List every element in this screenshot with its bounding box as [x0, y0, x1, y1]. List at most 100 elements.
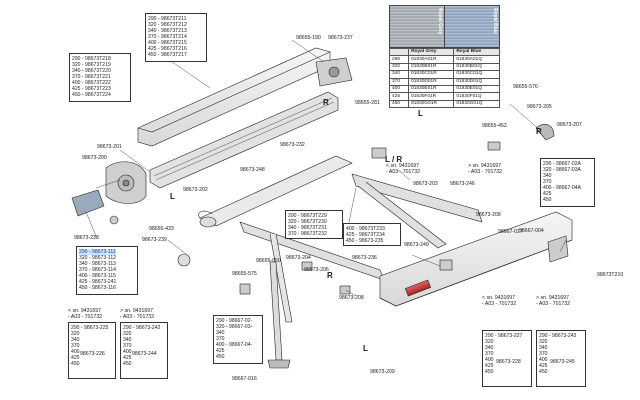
list-item: 320: [539, 338, 548, 345]
table-cell: 01830B01Q: [453, 62, 500, 72]
upper-arm: [351, 173, 483, 223]
serial-note: < sn. 9431697: [386, 163, 420, 169]
table-cell: 01830E01Q: [453, 84, 500, 94]
table-cell: 370: [388, 77, 410, 86]
part-label: 98673-246: [450, 181, 475, 187]
list-item: 425: [71, 354, 80, 361]
list-item: 370: [216, 336, 260, 342]
list-item-text: 340 - 98673T220: [72, 67, 111, 74]
part-label: 98673-203: [413, 181, 438, 187]
list-item: 370 - 98673T232: [288, 231, 340, 237]
list-item-text: 340 - 98673T231: [288, 224, 327, 231]
list-item: 425: [539, 362, 548, 369]
table-cell: 01830A01Q: [453, 55, 500, 64]
list-item-text: 320 - 98673T219: [72, 61, 111, 68]
list-item: 320 - 98673T212: [148, 22, 204, 28]
list-item-text: 370: [543, 178, 552, 185]
list-item: 290 - 98673T211: [148, 16, 204, 22]
list-item-text: 370 - 98673T221: [72, 73, 111, 80]
list-item: 450: [543, 197, 592, 203]
list-item: 400 - 98673-115: [79, 273, 135, 279]
list-item: 425: [216, 348, 260, 354]
list-item-text: 320 - 98667-03-: [216, 323, 253, 330]
list-item: 290 - 98673-111: [79, 248, 135, 255]
list-item: 340 - 98673T220: [72, 68, 128, 74]
fabric-swatches: Royal Grey Royal Blue: [389, 5, 500, 48]
list-item: 425: [485, 362, 494, 369]
list-item: 320 - 98667-03-: [216, 324, 260, 330]
list-item: 290 - 98673T229: [288, 213, 340, 219]
table-cell: 320: [388, 62, 410, 72]
table-cell: 340: [388, 70, 410, 79]
list-item: 425 - 98673-241: [79, 279, 135, 285]
list-item: 340: [539, 344, 548, 351]
serial-note: > sn. 9431697: [120, 308, 154, 314]
list-item: 290 - 98667-02A: [543, 161, 592, 167]
table-header-cell: Royal Blue: [453, 47, 500, 57]
part-code: 98673-245: [550, 359, 575, 365]
list-item-text: 370 - 98673T232: [288, 230, 327, 237]
list-item: 340: [71, 336, 80, 343]
list-item: 450: [485, 369, 494, 376]
list-item-text: 425 - 98673-241: [79, 278, 117, 285]
serial-note: < sn. 9431697: [68, 308, 102, 314]
list-item: 340: [485, 344, 494, 351]
list-item: 450 - 98673-235: [346, 238, 398, 244]
list-item: 450 - 98673-116: [79, 285, 135, 291]
side-indicator: L: [170, 192, 175, 201]
list-item: 400 - 98667-04-: [216, 342, 260, 348]
list-item: 425: [123, 354, 132, 361]
list-item: 425 - 98673T223: [72, 86, 128, 92]
table-cell: 01830C01Q: [453, 70, 500, 79]
list-item: 400 - 98667-04A: [543, 185, 592, 191]
list-item-text: 290 - 98673T211: [148, 15, 187, 22]
list-item-text: 425: [216, 347, 225, 354]
side-indicator: R: [536, 127, 542, 136]
table-cell: 01830G01Q: [453, 99, 500, 109]
serial-note: - A03 - 701732: [536, 301, 571, 307]
list-item: 370: [485, 350, 494, 357]
serial-note: - A03 - 701732: [468, 169, 503, 175]
list-item: 400 - 98673T233: [346, 226, 398, 232]
part-code: 98673-226: [80, 351, 105, 357]
list-item-text: 425 - 98673T223: [72, 85, 111, 92]
side-indicator: L / R: [385, 155, 403, 164]
side-indicator: R: [323, 98, 329, 107]
part-label: 98673-204: [286, 255, 311, 261]
list-item: 400 - 98673T222: [72, 80, 128, 86]
awning-cover: [137, 47, 331, 147]
list-item-text: 400 - 98673T233: [346, 225, 385, 232]
list-item-text: 340 - 98673-113: [79, 260, 117, 267]
list-item: 370: [543, 179, 592, 185]
list-item-text: 400 - 98667-04-: [216, 341, 253, 348]
list-item: 290 - 98673-243: [539, 332, 577, 339]
list-item: 290 - 98673-242: [123, 324, 161, 331]
table-cell: 01830D01R: [408, 77, 455, 86]
part-label: 98673-200: [82, 155, 107, 161]
list-item-text: 290 - 98667-02-: [216, 317, 253, 324]
part-label: 98655-452: [482, 123, 507, 129]
part-label: 98673T210: [597, 272, 624, 278]
bracket-piece: [71, 189, 105, 217]
list-item-text: 290 - 98673T218: [72, 55, 111, 62]
table-header-cell: [388, 47, 410, 57]
part-label: 98655-575: [232, 271, 257, 277]
list-item: 290 - 98673T218: [72, 56, 128, 62]
serial-note: > sn. 9431697: [468, 163, 502, 169]
list-item: 425 - 98673T216: [148, 46, 204, 52]
part-label: 98673-208: [339, 295, 364, 301]
table-cell: 450: [388, 99, 410, 109]
list-item-text: 400 - 98667-04A: [543, 184, 581, 191]
list-item-text: 290 - 98673-111: [79, 248, 116, 255]
